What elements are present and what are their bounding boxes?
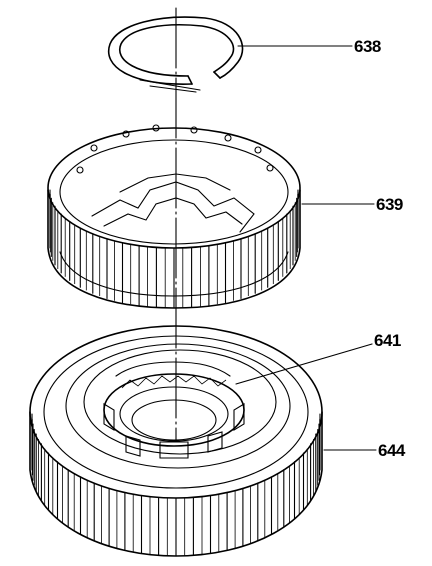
snap-ring-638 <box>107 16 244 93</box>
callout-label-638: 638 <box>354 37 381 56</box>
upper-drum-639 <box>47 124 301 309</box>
inner-hub-641 <box>103 361 245 459</box>
callout-label-639: 639 <box>376 195 403 214</box>
callout-label-641: 641 <box>374 331 401 350</box>
callout-label-644: 644 <box>378 441 405 460</box>
lower-gear-644 <box>29 325 323 557</box>
leader-line-641 <box>235 343 373 385</box>
